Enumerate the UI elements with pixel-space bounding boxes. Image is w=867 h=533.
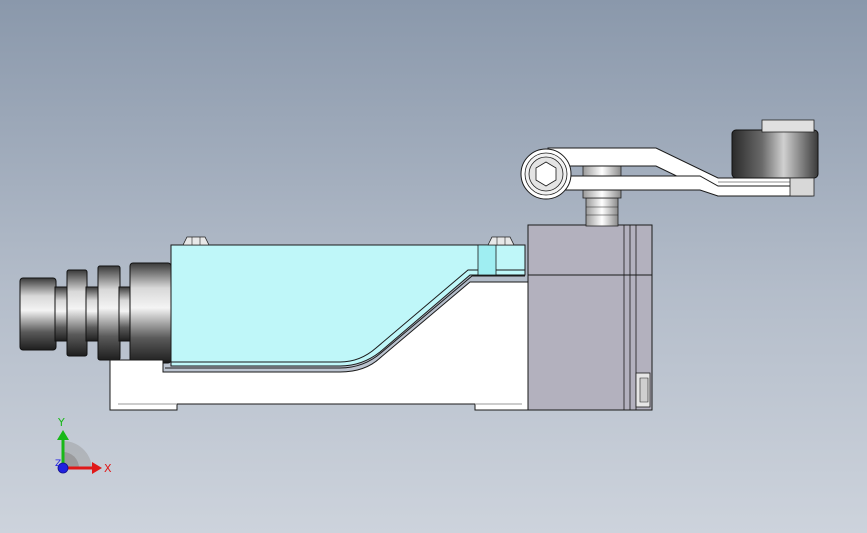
- coordinate-triad: Y X Z: [55, 416, 112, 475]
- hex-bolt: [520, 148, 572, 200]
- x-axis-label: X: [104, 462, 112, 475]
- cable-gland: [19, 262, 172, 364]
- cover-screw-right: [487, 236, 515, 246]
- actuator-head: [527, 224, 653, 411]
- transparent-cover: [165, 244, 526, 369]
- z-axis-label: Z: [55, 459, 61, 469]
- housing-base: [109, 281, 529, 411]
- roller-wheel: [731, 119, 819, 197]
- cover-screw-left: [182, 236, 210, 246]
- y-axis-label: Y: [57, 416, 65, 429]
